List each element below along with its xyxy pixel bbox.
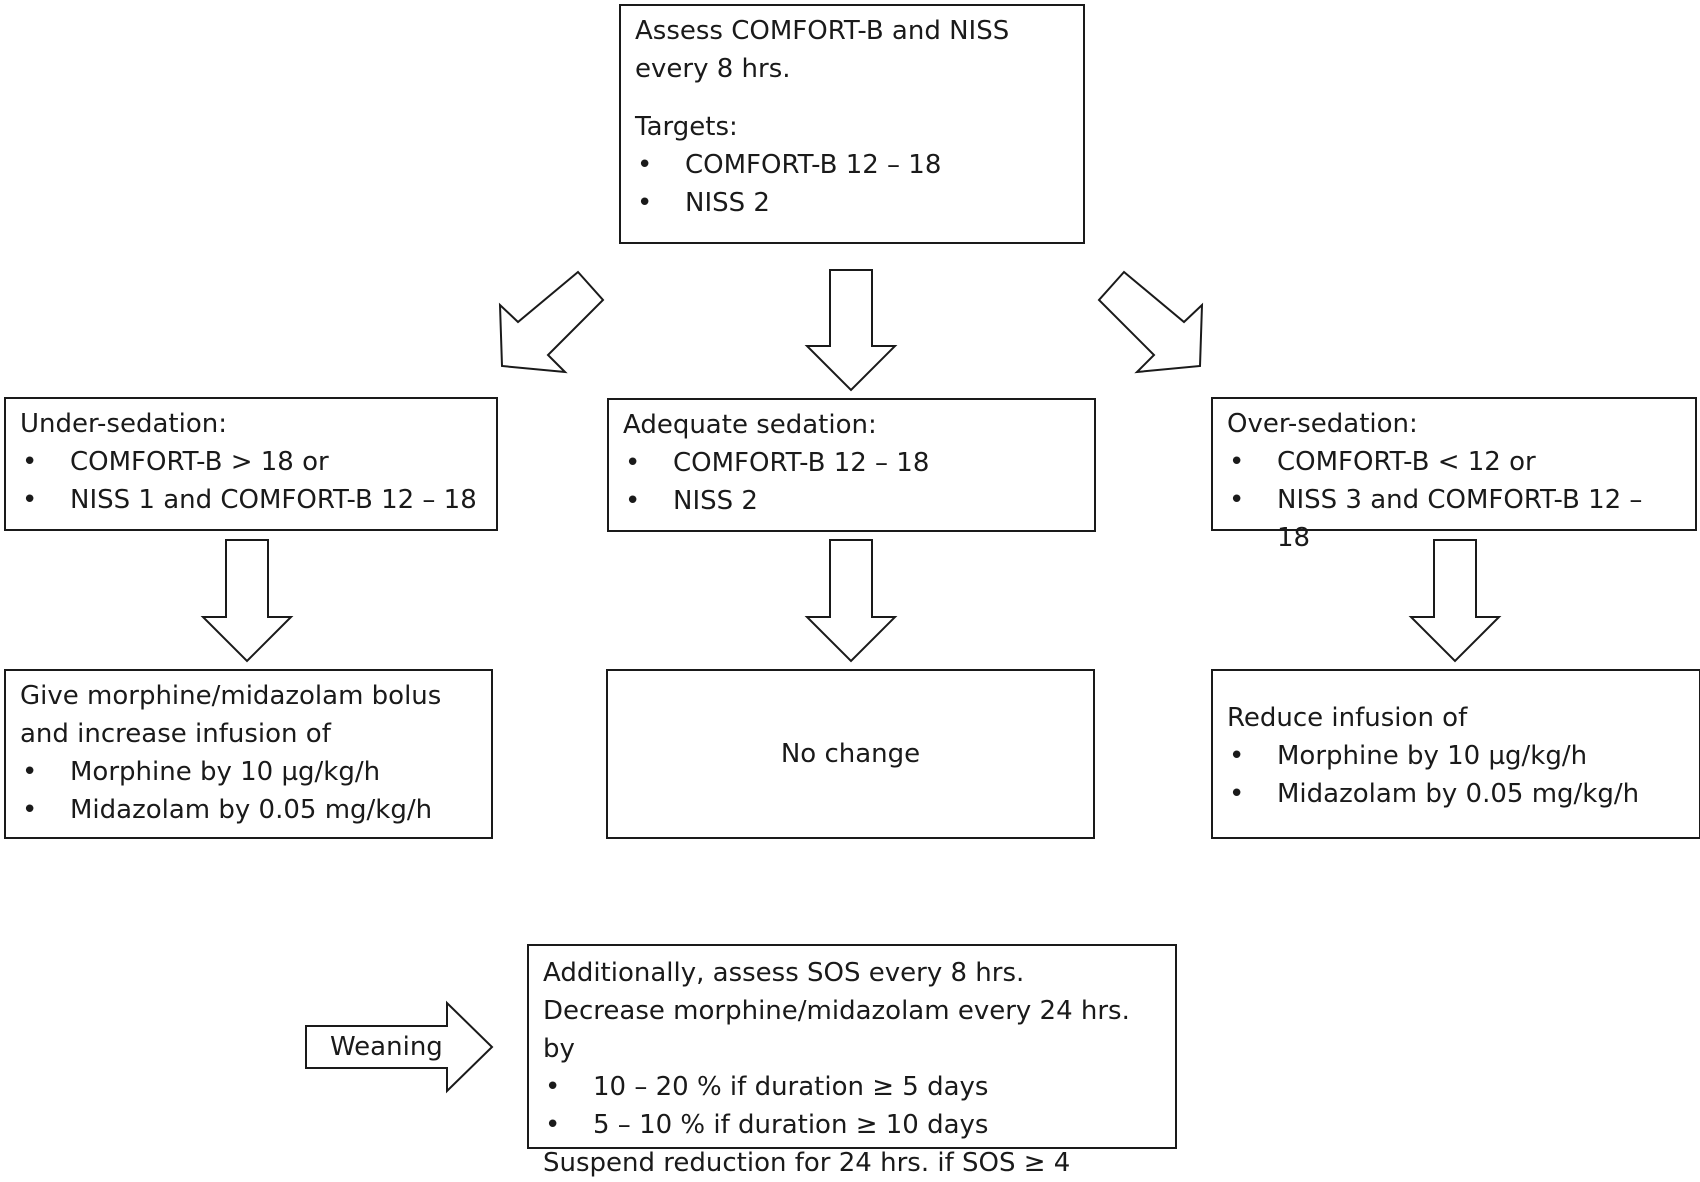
arrow-over-to-action xyxy=(1408,539,1502,663)
no-change-text: No change xyxy=(780,739,921,769)
assessment-box: Assess COMFORT-B and NISS every 8 hrs. T… xyxy=(619,4,1085,244)
arrow-adequate-to-action xyxy=(804,539,898,663)
arrow-top-to-over xyxy=(1097,270,1204,374)
over-sedation-item: NISS 3 and COMFORT-B 12 – 18 xyxy=(1227,481,1681,557)
targets-label: Targets: xyxy=(635,112,738,142)
target-item: COMFORT-B 12 – 18 xyxy=(635,146,1069,184)
under-action-line-1: Give morphine/midazolam bolus xyxy=(20,681,442,711)
under-sedation-item: NISS 1 and COMFORT-B 12 – 18 xyxy=(20,481,482,519)
adequate-sedation-list: COMFORT-B 12 – 18 NISS 2 xyxy=(623,444,1080,520)
weaning-box: Additionally, assess SOS every 8 hrs. De… xyxy=(527,944,1177,1178)
weaning-item: 5 – 10 % if duration ≥ 10 days xyxy=(543,1106,1161,1144)
under-action-line-2: and increase infusion of xyxy=(20,719,331,749)
over-sedation-title: Over-sedation: xyxy=(1227,409,1418,439)
under-sedation-item: COMFORT-B > 18 or xyxy=(20,443,482,481)
adequate-sedation-item: COMFORT-B 12 – 18 xyxy=(623,444,1080,482)
target-item: NISS 2 xyxy=(635,184,1069,222)
adequate-action-box: No change xyxy=(606,669,1095,839)
assessment-line-2: every 8 hrs. xyxy=(635,54,791,84)
weaning-line-1: Additionally, assess SOS every 8 hrs. xyxy=(543,958,1025,988)
over-action-item: Midazolam by 0.05 mg/kg/h xyxy=(1227,775,1685,813)
weaning-line-2: Decrease morphine/midazolam every 24 hrs… xyxy=(543,996,1130,1064)
weaning-label: Weaning xyxy=(330,1032,443,1062)
under-action-item: Morphine by 10 µg/kg/h xyxy=(20,753,477,791)
under-action-item: Midazolam by 0.05 mg/kg/h xyxy=(20,791,477,829)
under-sedation-list: COMFORT-B > 18 or NISS 1 and COMFORT-B 1… xyxy=(20,443,482,519)
over-sedation-item: COMFORT-B < 12 or xyxy=(1227,443,1681,481)
under-action-list: Morphine by 10 µg/kg/h Midazolam by 0.05… xyxy=(20,753,477,829)
weaning-list: 10 – 20 % if duration ≥ 5 days 5 – 10 % … xyxy=(543,1068,1161,1144)
weaning-arrow xyxy=(305,1000,494,1094)
over-action-line-1: Reduce infusion of xyxy=(1227,703,1468,733)
weaning-item: 10 – 20 % if duration ≥ 5 days xyxy=(543,1068,1161,1106)
adequate-sedation-item: NISS 2 xyxy=(623,482,1080,520)
adequate-sedation-box: Adequate sedation: COMFORT-B 12 – 18 NIS… xyxy=(607,398,1096,532)
assessment-line-1: Assess COMFORT-B and NISS xyxy=(635,16,1010,46)
under-sedation-box: Under-sedation: COMFORT-B > 18 or NISS 1… xyxy=(4,397,498,531)
over-action-box: Reduce infusion of Morphine by 10 µg/kg/… xyxy=(1211,669,1700,839)
under-action-box: Give morphine/midazolam bolus and increa… xyxy=(4,669,493,839)
over-action-item: Morphine by 10 µg/kg/h xyxy=(1227,737,1685,775)
under-sedation-title: Under-sedation: xyxy=(20,409,227,439)
targets-list: COMFORT-B 12 – 18 NISS 2 xyxy=(635,146,1069,222)
over-action-list: Morphine by 10 µg/kg/h Midazolam by 0.05… xyxy=(1227,737,1685,813)
adequate-sedation-title: Adequate sedation: xyxy=(623,410,877,440)
over-sedation-list: COMFORT-B < 12 or NISS 3 and COMFORT-B 1… xyxy=(1227,443,1681,557)
arrow-under-to-action xyxy=(200,539,294,663)
arrow-top-to-adequate xyxy=(804,269,898,392)
weaning-line-3: Suspend reduction for 24 hrs. if SOS ≥ 4 xyxy=(543,1148,1071,1178)
arrow-top-to-under xyxy=(498,270,605,374)
over-sedation-box: Over-sedation: COMFORT-B < 12 or NISS 3 … xyxy=(1211,397,1697,553)
